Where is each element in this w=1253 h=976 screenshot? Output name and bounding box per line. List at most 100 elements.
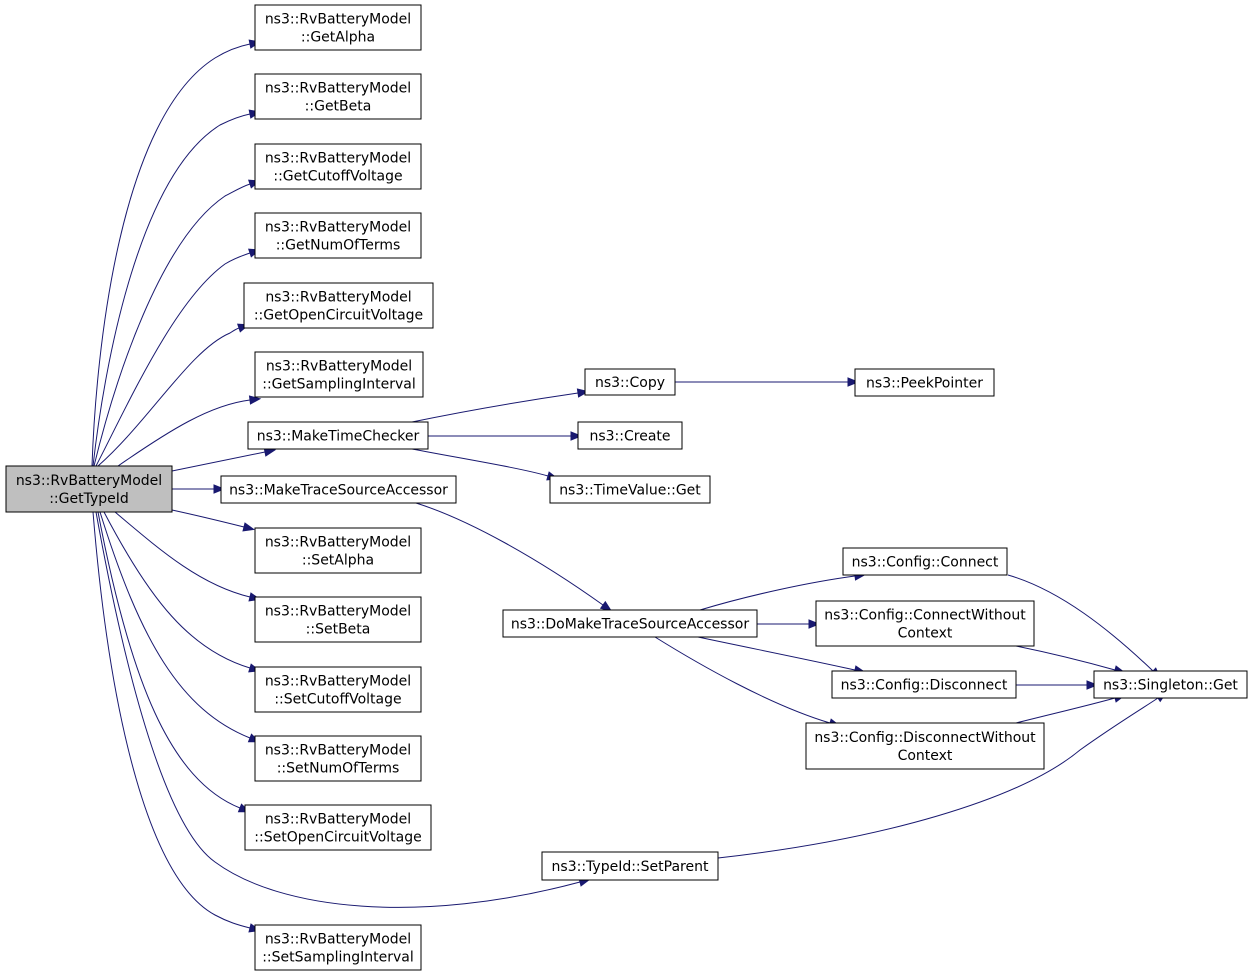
node-label: ns3::DoMakeTraceSourceAccessor	[511, 617, 749, 633]
node-box	[254, 596, 422, 643]
node-label: ns3::Config::Connect	[852, 555, 999, 571]
node-typeIdSetParent[interactable]: ns3::TypeId::SetParent	[541, 851, 719, 881]
node-label: ns3::MakeTimeChecker	[257, 429, 420, 445]
edge-copy-to-peekPointer	[675, 377, 860, 387]
edge-makeTimeChecker-to-copy	[411, 388, 590, 423]
edge-root-to-getBeta	[92, 109, 262, 467]
node-box	[577, 421, 683, 450]
node-label: ns3::RvBatteryModel	[265, 932, 411, 948]
node-configDisconnect[interactable]: ns3::Config::Disconnect	[831, 670, 1017, 699]
node-setSampling[interactable]: ns3::RvBatteryModel::SetSamplingInterval	[254, 924, 422, 971]
node-box	[5, 465, 173, 513]
node-label: ns3::Create	[589, 429, 670, 445]
node-label: ::SetAlpha	[302, 553, 374, 569]
edge-root-to-getCutoff	[93, 179, 261, 467]
node-setNumTerms[interactable]: ns3::RvBatteryModel::SetNumOfTerms	[254, 735, 422, 782]
node-getSampling[interactable]: ns3::RvBatteryModel::GetSamplingInterval	[254, 351, 424, 398]
node-getBeta[interactable]: ns3::RvBatteryModel::GetBeta	[254, 73, 422, 120]
node-getNumTerms[interactable]: ns3::RvBatteryModel::GetNumOfTerms	[254, 212, 422, 259]
edge-line	[99, 511, 251, 739]
node-box	[502, 609, 758, 638]
node-label: Context	[898, 748, 953, 764]
node-label: ns3::RvBatteryModel	[265, 12, 411, 28]
node-box	[254, 212, 422, 259]
node-label: ns3::TimeValue::Get	[559, 483, 701, 499]
node-setBeta[interactable]: ns3::RvBatteryModel::SetBeta	[254, 596, 422, 643]
node-setAlpha[interactable]: ns3::RvBatteryModel::SetAlpha	[254, 527, 422, 574]
edge-typeIdSetParent-to-singletonGet	[717, 691, 1168, 859]
node-label: ns3::RvBatteryModel	[265, 812, 411, 828]
node-box	[254, 924, 422, 971]
edge-line	[697, 636, 856, 671]
edge-line	[411, 392, 579, 423]
node-timeValueGet[interactable]: ns3::TimeValue::Get	[549, 475, 711, 504]
node-box	[254, 735, 422, 782]
edge-line	[1007, 574, 1154, 672]
node-label: ::GetTypeId	[49, 491, 129, 507]
node-box	[854, 368, 995, 397]
edge-line	[411, 448, 549, 477]
node-label: ::GetBeta	[305, 99, 372, 115]
edge-makeTraceSourceAccessor-to-doMakeTraceSourceAccessor	[415, 502, 613, 612]
node-box	[254, 666, 422, 713]
node-box	[541, 851, 719, 881]
edge-root-to-getSampling	[117, 395, 262, 467]
node-getCutoff[interactable]: ns3::RvBatteryModel::GetCutoffVoltage	[254, 143, 422, 190]
node-root[interactable]: ns3::RvBatteryModel::GetTypeId	[5, 465, 173, 513]
node-label: ns3::RvBatteryModel	[265, 743, 411, 759]
node-copy[interactable]: ns3::Copy	[584, 368, 676, 396]
call-nodes: ns3::RvBatteryModel::GetTypeIdns3::RvBat…	[5, 4, 1248, 971]
edge-line	[97, 327, 240, 467]
edge-line	[91, 43, 251, 467]
node-getAlpha[interactable]: ns3::RvBatteryModel::GetAlpha	[254, 4, 422, 51]
node-label: ns3::Config::DisconnectWithout	[814, 730, 1036, 746]
arrowhead-icon	[213, 484, 226, 494]
edge-makeTimeChecker-to-timeValueGet	[411, 448, 559, 481]
node-setOpenCircuit[interactable]: ns3::RvBatteryModel::SetOpenCircuitVolta…	[244, 804, 432, 851]
edge-doMakeTraceSourceAccessor-to-configConnectWithoutContext	[757, 619, 821, 629]
edge-line	[92, 113, 251, 467]
node-label: ::GetOpenCircuitVoltage	[254, 308, 423, 324]
node-label: ns3::RvBatteryModel	[265, 81, 411, 97]
node-configConnect[interactable]: ns3::Config::Connect	[842, 547, 1008, 576]
arrowhead-icon	[242, 522, 256, 532]
arrowhead-icon	[599, 600, 613, 612]
node-label: ns3::RvBatteryModel	[16, 473, 162, 489]
node-label: ns3::Config::ConnectWithout	[824, 608, 1026, 624]
arrowhead-icon	[1086, 680, 1099, 690]
node-makeTimeChecker[interactable]: ns3::MakeTimeChecker	[247, 421, 429, 450]
node-setCutoff[interactable]: ns3::RvBatteryModel::SetCutoffVoltage	[254, 666, 422, 713]
node-label: ::GetAlpha	[301, 30, 375, 46]
node-label: ns3::RvBatteryModel	[265, 604, 411, 620]
edge-root-to-getOpenCircuit	[97, 323, 250, 467]
node-label: ns3::RvBatteryModel	[265, 535, 411, 551]
edge-doMakeTraceSourceAccessor-to-configDisconnectWithoutContext	[654, 636, 841, 728]
node-label: ns3::PeekPointer	[866, 376, 983, 392]
edge-line	[92, 511, 251, 929]
node-makeTraceSourceAccessor[interactable]: ns3::MakeTraceSourceAccessor	[220, 475, 457, 504]
node-singletonGet[interactable]: ns3::Singleton::Get	[1093, 670, 1248, 699]
node-box	[254, 73, 422, 120]
node-box	[1093, 670, 1248, 699]
node-label: ns3::RvBatteryModel	[266, 359, 412, 375]
node-label: ::SetOpenCircuitVoltage	[254, 830, 421, 846]
edge-root-to-getAlpha	[91, 39, 262, 467]
node-box	[254, 143, 422, 190]
node-label: ns3::Config::Disconnect	[841, 678, 1008, 694]
node-label: ::GetSamplingInterval	[262, 377, 416, 393]
edge-line	[97, 511, 241, 809]
edge-line	[1015, 697, 1116, 724]
node-doMakeTraceSourceAccessor[interactable]: ns3::DoMakeTraceSourceAccessor	[502, 609, 758, 638]
edge-makeTimeChecker-to-create	[428, 431, 583, 441]
node-create[interactable]: ns3::Create	[577, 421, 683, 450]
node-box	[549, 475, 711, 504]
edge-line	[114, 511, 251, 598]
node-getOpenCircuit[interactable]: ns3::RvBatteryModel::GetOpenCircuitVolta…	[243, 282, 434, 329]
node-peekPointer[interactable]: ns3::PeekPointer	[854, 368, 995, 397]
edge-root-to-getNumTerms	[95, 248, 261, 467]
edge-root-to-setOpenCircuit	[97, 511, 251, 813]
arrowhead-icon	[847, 377, 860, 387]
